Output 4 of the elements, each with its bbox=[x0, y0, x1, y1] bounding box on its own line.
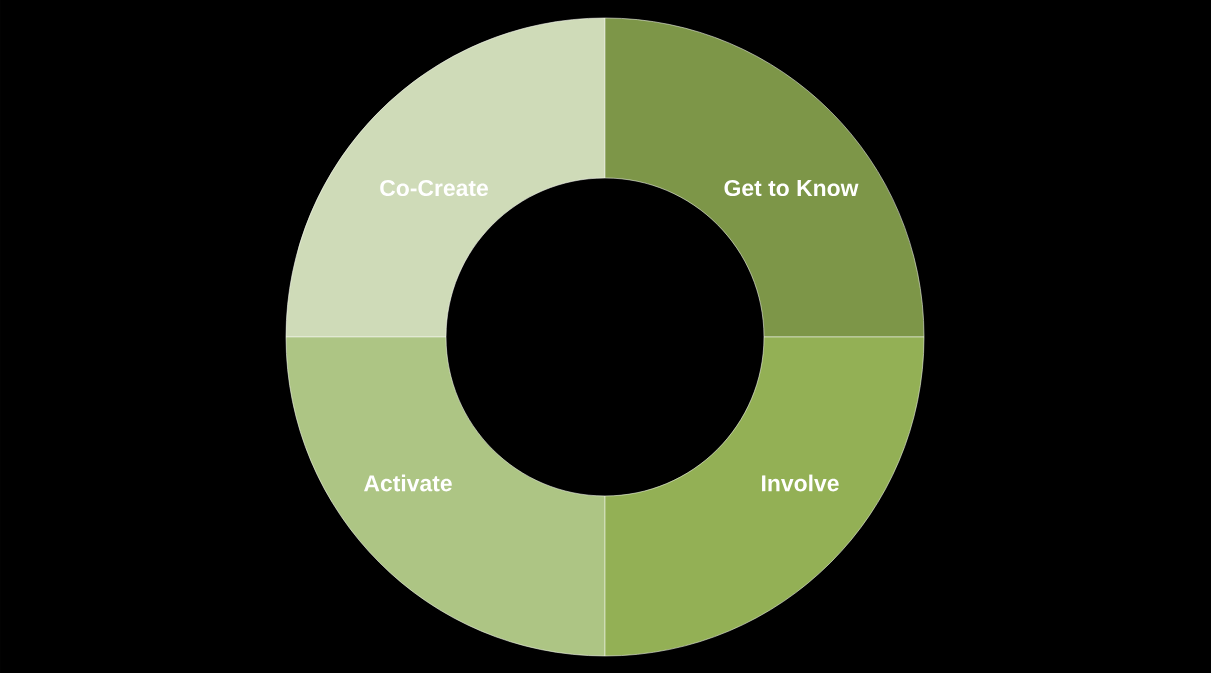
donut-segment: Activate bbox=[285, 336, 606, 657]
donut-segment: Get to Know bbox=[604, 17, 925, 338]
donut-segment: Co-Create bbox=[285, 17, 606, 338]
donut-segment: Involve bbox=[604, 336, 925, 657]
